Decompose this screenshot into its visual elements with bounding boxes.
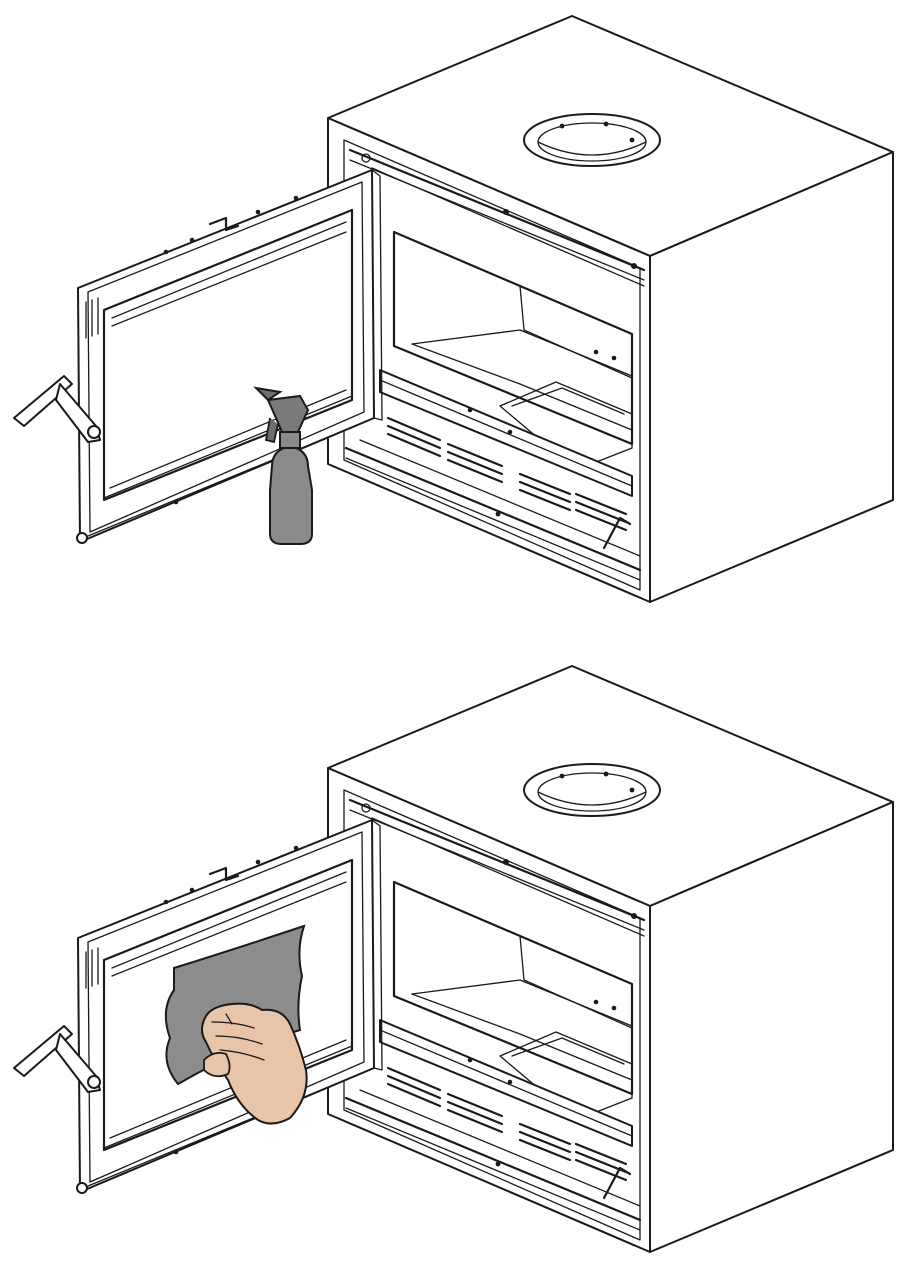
top-rail bbox=[348, 798, 646, 922]
panel-wipe-glass bbox=[0, 650, 898, 1262]
door-handle-icon bbox=[13, 375, 101, 443]
air-grille bbox=[386, 416, 628, 532]
door-glass bbox=[102, 208, 354, 502]
door-latch bbox=[208, 216, 240, 232]
door-handle-icon bbox=[13, 1025, 101, 1093]
air-grille bbox=[386, 1066, 628, 1182]
firebox bbox=[392, 880, 634, 1121]
stove-body bbox=[327, 665, 894, 1253]
firebox bbox=[392, 230, 634, 471]
top-rail bbox=[348, 148, 646, 272]
flue-collar bbox=[523, 763, 661, 817]
door-glass bbox=[102, 858, 354, 1152]
stove-spray-drawing bbox=[13, 15, 894, 603]
spray-bottle-icon bbox=[253, 386, 313, 545]
hand-icon bbox=[201, 1002, 308, 1125]
air-lever bbox=[602, 1166, 632, 1200]
door-open bbox=[13, 169, 383, 544]
door-latch bbox=[208, 866, 240, 882]
stove-body bbox=[327, 15, 894, 603]
air-lever bbox=[602, 516, 632, 550]
flue-collar bbox=[523, 113, 661, 167]
panel-spray-glass bbox=[0, 0, 898, 620]
stove-wipe-drawing bbox=[13, 665, 894, 1253]
